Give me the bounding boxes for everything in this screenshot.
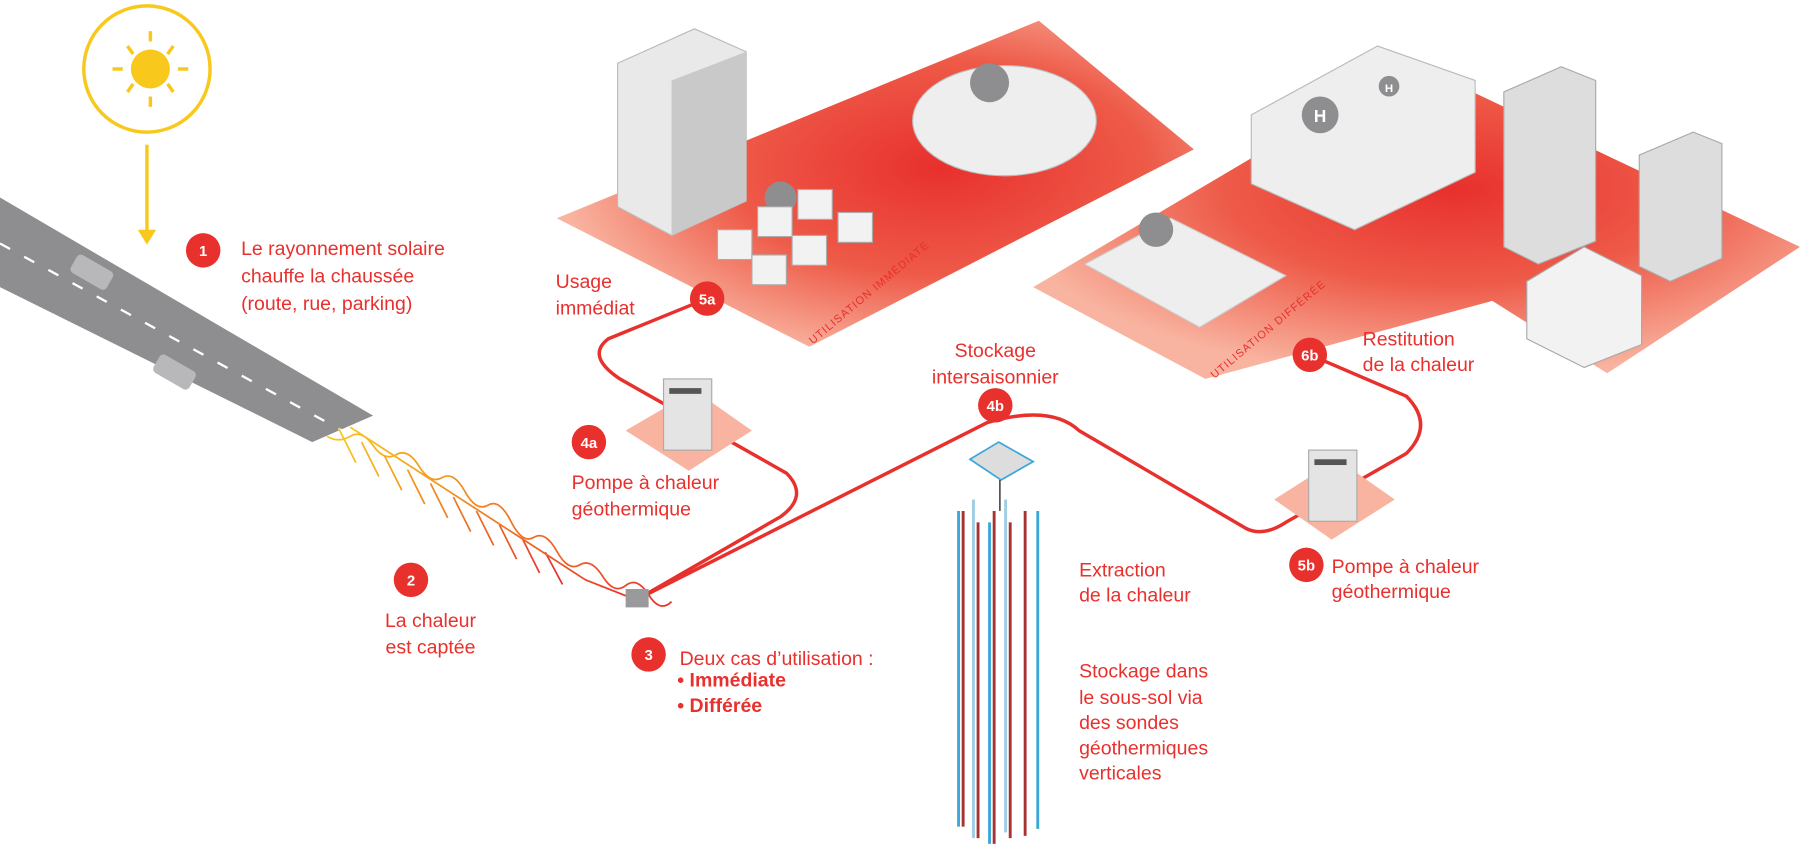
step-4a-label: Pompe à chaleur géothermique <box>572 472 720 520</box>
svg-text:de la chaleur: de la chaleur <box>1079 585 1191 607</box>
step-1-label: Le rayonnement solaire chauffe la chauss… <box>241 238 445 315</box>
heat-pump-4a <box>625 378 752 471</box>
svg-text:4a: 4a <box>581 435 598 452</box>
heat-collector-coil <box>326 426 673 607</box>
svg-text:Restitution: Restitution <box>1363 329 1455 351</box>
car-icon <box>1138 212 1174 247</box>
car-icon <box>70 254 114 290</box>
svg-text:Stockage: Stockage <box>955 340 1036 362</box>
svg-text:• Différée: • Différée <box>677 695 762 717</box>
step-5a-label: Usage immédiat <box>556 271 636 319</box>
step-3-label: Deux cas d’utilisation : • Immédiate • D… <box>677 648 873 717</box>
extraction-label: Extraction de la chaleur <box>1079 559 1191 606</box>
hospital: H H <box>1250 45 1476 231</box>
svg-text:La chaleur: La chaleur <box>385 610 477 632</box>
svg-text:4b: 4b <box>987 398 1004 415</box>
step-badge-1: 1 <box>185 233 221 268</box>
step-badge-2: 2 <box>393 562 429 598</box>
svg-text:Le rayonnement solaire: Le rayonnement solaire <box>241 238 445 260</box>
svg-text:chauffe la chaussée: chauffe la chaussée <box>241 266 414 288</box>
svg-text:géothermique: géothermique <box>572 499 691 521</box>
vertical-geothermal-probes <box>957 479 1040 844</box>
step-5b-label: Pompe à chaleur géothermique <box>1332 556 1480 603</box>
svg-text:est captée: est captée <box>385 636 475 658</box>
svg-text:verticales: verticales <box>1079 763 1162 785</box>
apartment-buildings <box>1503 66 1723 369</box>
step-badge-4a: 4a <box>571 424 607 460</box>
svg-text:5b: 5b <box>1298 558 1315 575</box>
svg-text:intersaisonnier: intersaisonnier <box>932 367 1059 389</box>
junction-box <box>625 589 649 608</box>
svg-text:des sondes: des sondes <box>1079 712 1179 734</box>
sun-icon <box>82 4 212 134</box>
svg-text:Pompe à chaleur: Pompe à chaleur <box>1332 556 1480 578</box>
swimming-icon <box>970 63 1010 103</box>
houses <box>716 188 874 286</box>
hospital-icon: H <box>1314 106 1326 126</box>
step-badge-4b: 4b <box>978 388 1013 423</box>
svg-text:2: 2 <box>407 573 415 590</box>
svg-text:Stockage dans: Stockage dans <box>1079 660 1208 682</box>
svg-text:5a: 5a <box>699 291 716 308</box>
svg-text:Pompe à chaleur: Pompe à chaleur <box>572 472 720 494</box>
heat-pump-5b <box>1274 449 1395 540</box>
svg-text:géothermique: géothermique <box>1332 581 1451 603</box>
svg-text:• Immédiate: • Immédiate <box>677 670 786 692</box>
svg-text:(route, rue, parking): (route, rue, parking) <box>241 293 412 315</box>
svg-text:1: 1 <box>199 243 207 260</box>
svg-text:6b: 6b <box>1301 348 1318 365</box>
svg-text:de la chaleur: de la chaleur <box>1363 354 1475 376</box>
svg-text:géothermiques: géothermiques <box>1079 737 1208 759</box>
step-badge-6b: 6b <box>1292 337 1328 373</box>
step-badge-5a: 5a <box>689 281 725 316</box>
sun-ray-arrow-icon <box>137 144 157 245</box>
step-4b-label: Stockage intersaisonnier <box>932 340 1059 388</box>
storage-head <box>968 441 1035 481</box>
eco-house-icon <box>764 181 797 214</box>
svg-text:3: 3 <box>644 647 652 664</box>
step-badge-3: 3 <box>631 637 666 672</box>
storage-label: Stockage dans le sous-sol via des sondes… <box>1079 660 1208 784</box>
svg-text:Usage: Usage <box>556 271 612 293</box>
step-badge-5b: 5b <box>1289 547 1324 583</box>
parking-lot <box>1083 212 1287 328</box>
road <box>0 197 374 443</box>
office-tower <box>617 28 747 237</box>
car-icon <box>153 354 196 390</box>
svg-text:Deux cas d’utilisation :: Deux cas d’utilisation : <box>680 648 874 670</box>
stadium <box>912 63 1097 177</box>
step-2-label: La chaleur est captée <box>385 610 477 658</box>
svg-text:Extraction: Extraction <box>1079 559 1166 581</box>
step-6b-label: Restitution de la chaleur <box>1363 329 1475 376</box>
hospital-small-icon: H <box>1385 83 1393 95</box>
svg-text:le sous-sol via: le sous-sol via <box>1079 687 1203 709</box>
svg-text:immédiat: immédiat <box>556 298 636 320</box>
